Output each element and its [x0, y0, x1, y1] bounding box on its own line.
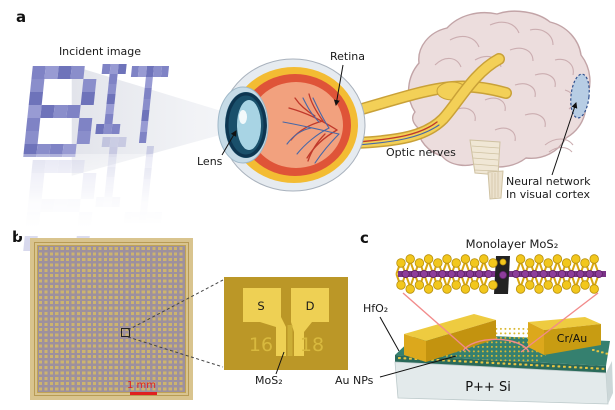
mos2-label: MoS₂	[255, 374, 283, 387]
eye-illustration	[217, 58, 366, 192]
mos2-channel	[287, 325, 293, 356]
aunps-label: Au NPs	[335, 374, 374, 387]
crau-label: Cr/Au	[557, 332, 587, 345]
monolayer-title: Monolayer MoS₂	[465, 237, 559, 251]
bit-reflection-fade	[18, 154, 196, 236]
zoom-target-square	[121, 328, 130, 337]
optic-nerves-label: Optic nerves	[386, 146, 456, 159]
source-label: S	[257, 299, 264, 313]
cortex-label-line1: Neural network	[506, 175, 591, 188]
brainstem	[469, 139, 504, 200]
cortex-label: Neural network In visual cortex	[506, 175, 590, 201]
scale-bar	[130, 392, 157, 395]
device-array-micrograph	[30, 238, 193, 400]
hfo2-label: HfO₂	[363, 302, 389, 315]
lens-glare	[239, 110, 247, 124]
optic-nerves-illustration	[346, 53, 512, 149]
bit-letter-B	[23, 66, 98, 157]
panel-b-label: b	[12, 228, 23, 246]
array-cell-grid	[37, 245, 186, 393]
source-electrode	[243, 288, 286, 356]
eye-lens	[237, 100, 261, 150]
scale-bar-label: 1 mm	[127, 380, 157, 391]
incident-image-label: Incident image	[58, 45, 142, 58]
retinal-vessels-blue	[282, 97, 340, 164]
bit-pixel-text	[23, 64, 169, 251]
panel-a-label: a	[16, 8, 27, 26]
device-3d-schematic: Cr/Au P++ Si	[394, 314, 613, 405]
bit-letter-I	[95, 64, 127, 134]
drain-label: D	[306, 299, 315, 313]
device-inset: S D 16 18	[224, 277, 348, 370]
drain-electrode	[291, 288, 329, 356]
substrate-label: P++ Si	[465, 380, 511, 395]
device-number-left: 16	[249, 334, 273, 356]
lens-label: Lens	[197, 155, 223, 168]
retina-label: Retina	[330, 50, 365, 63]
mos2-model	[395, 254, 606, 294]
panel-c-label: c	[360, 229, 369, 247]
bit-letter-T	[124, 66, 169, 143]
substrate-side	[606, 361, 613, 404]
cortex-label-line2: In visual cortex	[506, 188, 590, 201]
inset-electrodes: S D 16 18	[243, 288, 329, 356]
device-number-right: 18	[300, 334, 324, 356]
